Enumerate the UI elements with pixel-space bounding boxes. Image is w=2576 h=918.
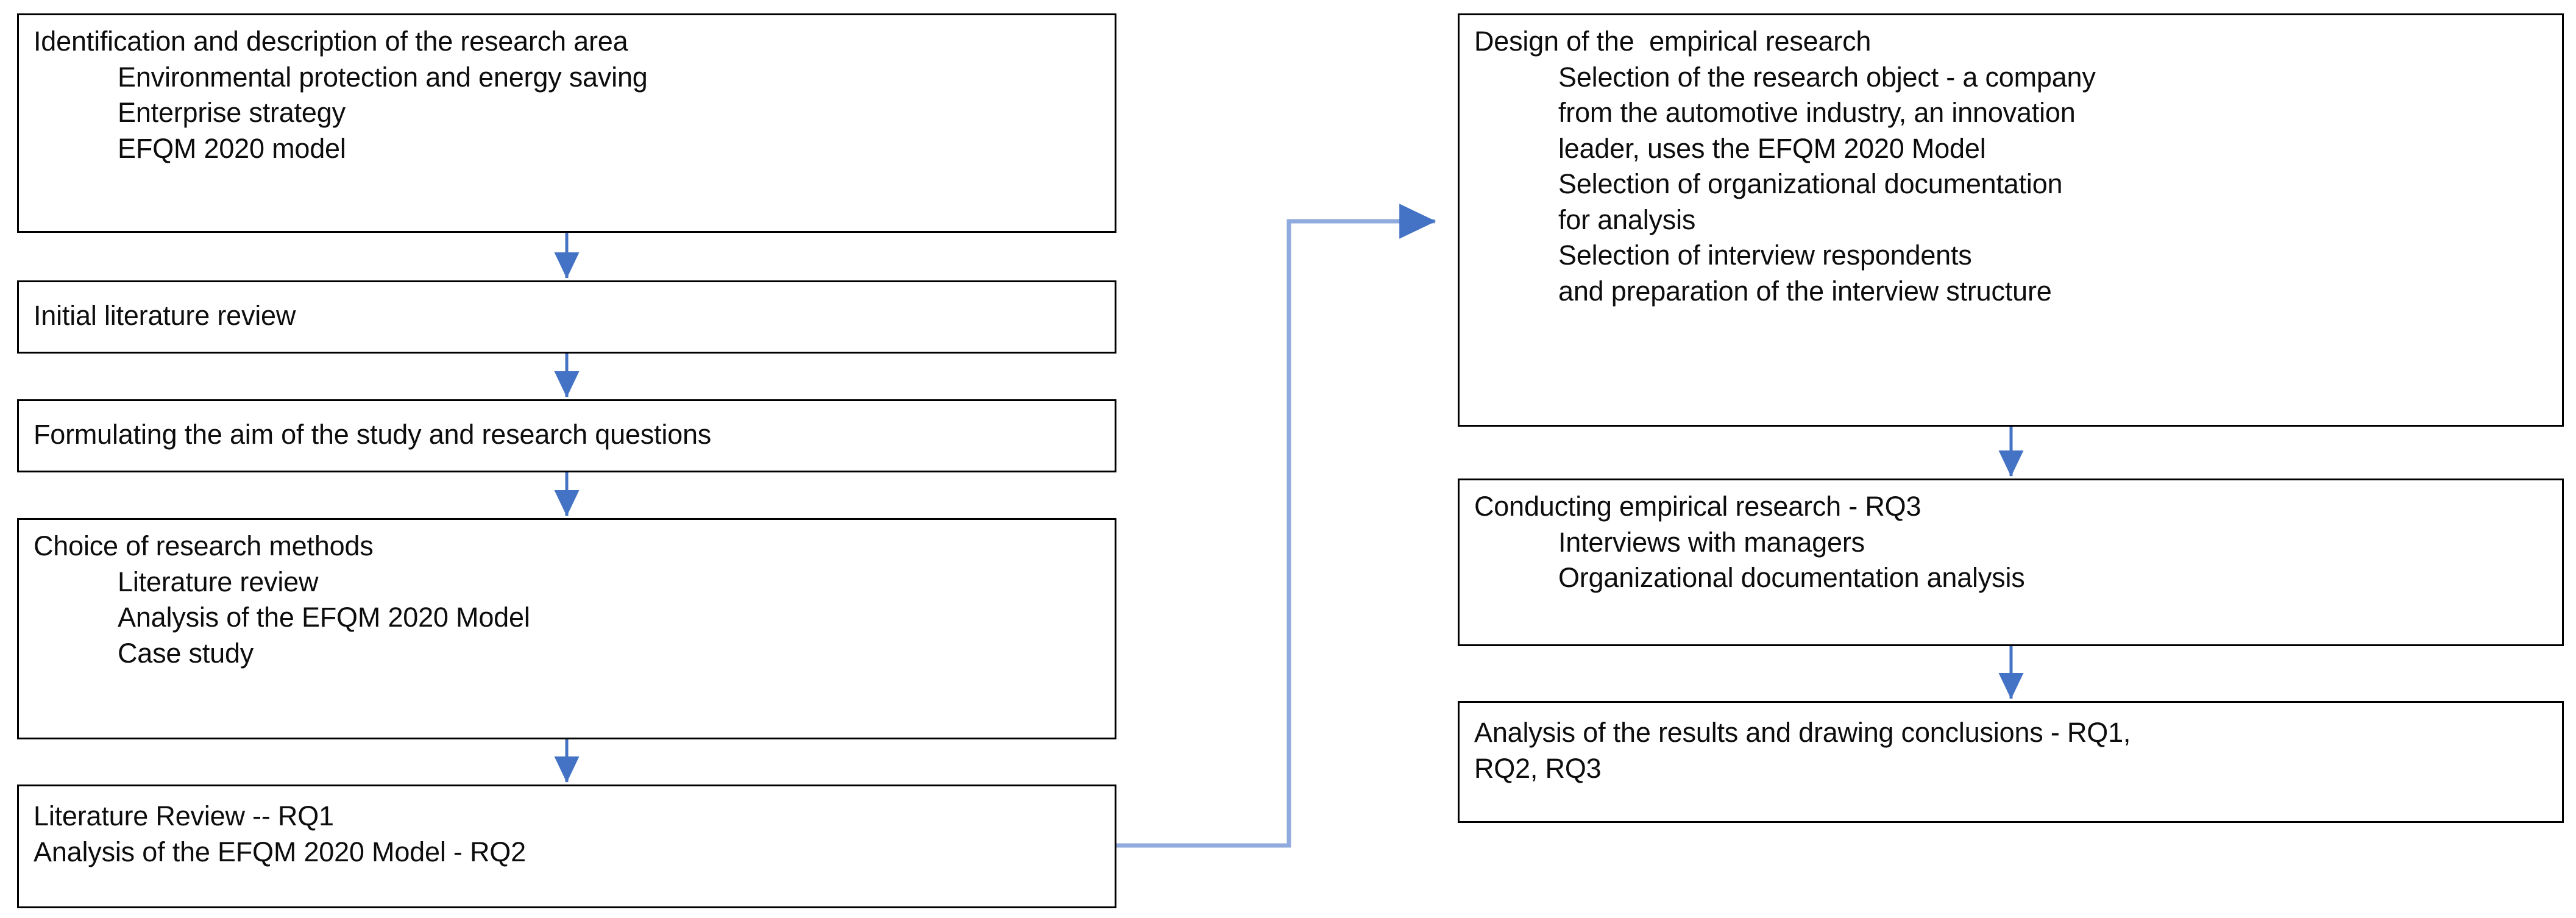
node-design-empirical-research[interactable]: Design of the empirical research Selecti… [1458, 13, 2564, 427]
node-line: Analysis of the EFQM 2020 Model - RQ2 [34, 836, 526, 867]
node-line: Formulating the aim of the study and res… [34, 419, 712, 450]
node-design-empirical-research-text: Design of the empirical research Selecti… [1474, 24, 2556, 309]
node-literature-review-rq1[interactable]: Literature Review -- RQ1 Analysis of the… [17, 785, 1116, 908]
node-line: Initial literature review [34, 300, 296, 331]
node-line: Selection of the research object - a com… [1558, 61, 2096, 93]
node-line: Interviews with managers [1558, 526, 1865, 558]
node-formulating-aim[interactable]: Formulating the aim of the study and res… [17, 399, 1116, 472]
node-line: Design of the empirical research [1474, 26, 1872, 57]
node-line: RQ2, RQ3 [1474, 752, 1602, 784]
node-line: for analysis [1558, 204, 1696, 235]
node-choice-of-methods-text: Choice of research methods Literature re… [34, 528, 1109, 671]
node-initial-literature-review[interactable]: Initial literature review [17, 280, 1116, 354]
node-literature-review-rq1-text: Literature Review -- RQ1 Analysis of the… [34, 799, 1109, 870]
node-line: Analysis of the results and drawing conc… [1474, 717, 2131, 748]
node-line: Literature Review -- RQ1 [34, 800, 334, 831]
node-line: leader, uses the EFQM 2020 Model [1558, 132, 1986, 164]
node-line: Analysis of the EFQM 2020 Model [118, 602, 530, 633]
node-line: Selection of organizational documentatio… [1558, 168, 2063, 199]
node-analysis-of-results-text: Analysis of the results and drawing conc… [1474, 715, 2556, 786]
node-line: Selection of interview respondents [1558, 240, 1972, 271]
node-line: and preparation of the interview structu… [1558, 275, 2052, 307]
node-line: Literature review [118, 566, 319, 597]
node-line: Enterprise strategy [118, 97, 346, 128]
node-line: Organizational documentation analysis [1558, 562, 2025, 593]
node-identification-text: Identification and description of the re… [34, 24, 1109, 166]
arrow-literature-review-to-design-empirical [1116, 204, 1436, 848]
node-identification[interactable]: Identification and description of the re… [17, 13, 1116, 233]
node-formulating-aim-text: Formulating the aim of the study and res… [34, 417, 1109, 453]
node-line: Identification and description of the re… [34, 26, 628, 57]
node-line: EFQM 2020 model [118, 132, 346, 164]
node-initial-literature-review-text: Initial literature review [34, 298, 1109, 334]
node-line: Environmental protection and energy savi… [118, 61, 648, 93]
node-choice-of-methods[interactable]: Choice of research methods Literature re… [17, 518, 1116, 739]
node-line: from the automotive industry, an innovat… [1558, 97, 2076, 128]
node-line: Conducting empirical research - RQ3 [1474, 491, 1921, 522]
node-line: Case study [118, 637, 254, 669]
node-conducting-empirical-research[interactable]: Conducting empirical research - RQ3 Inte… [1458, 479, 2564, 646]
node-conducting-empirical-research-text: Conducting empirical research - RQ3 Inte… [1474, 489, 2556, 596]
node-line: Choice of research methods [34, 530, 374, 561]
node-analysis-of-results[interactable]: Analysis of the results and drawing conc… [1458, 701, 2564, 823]
